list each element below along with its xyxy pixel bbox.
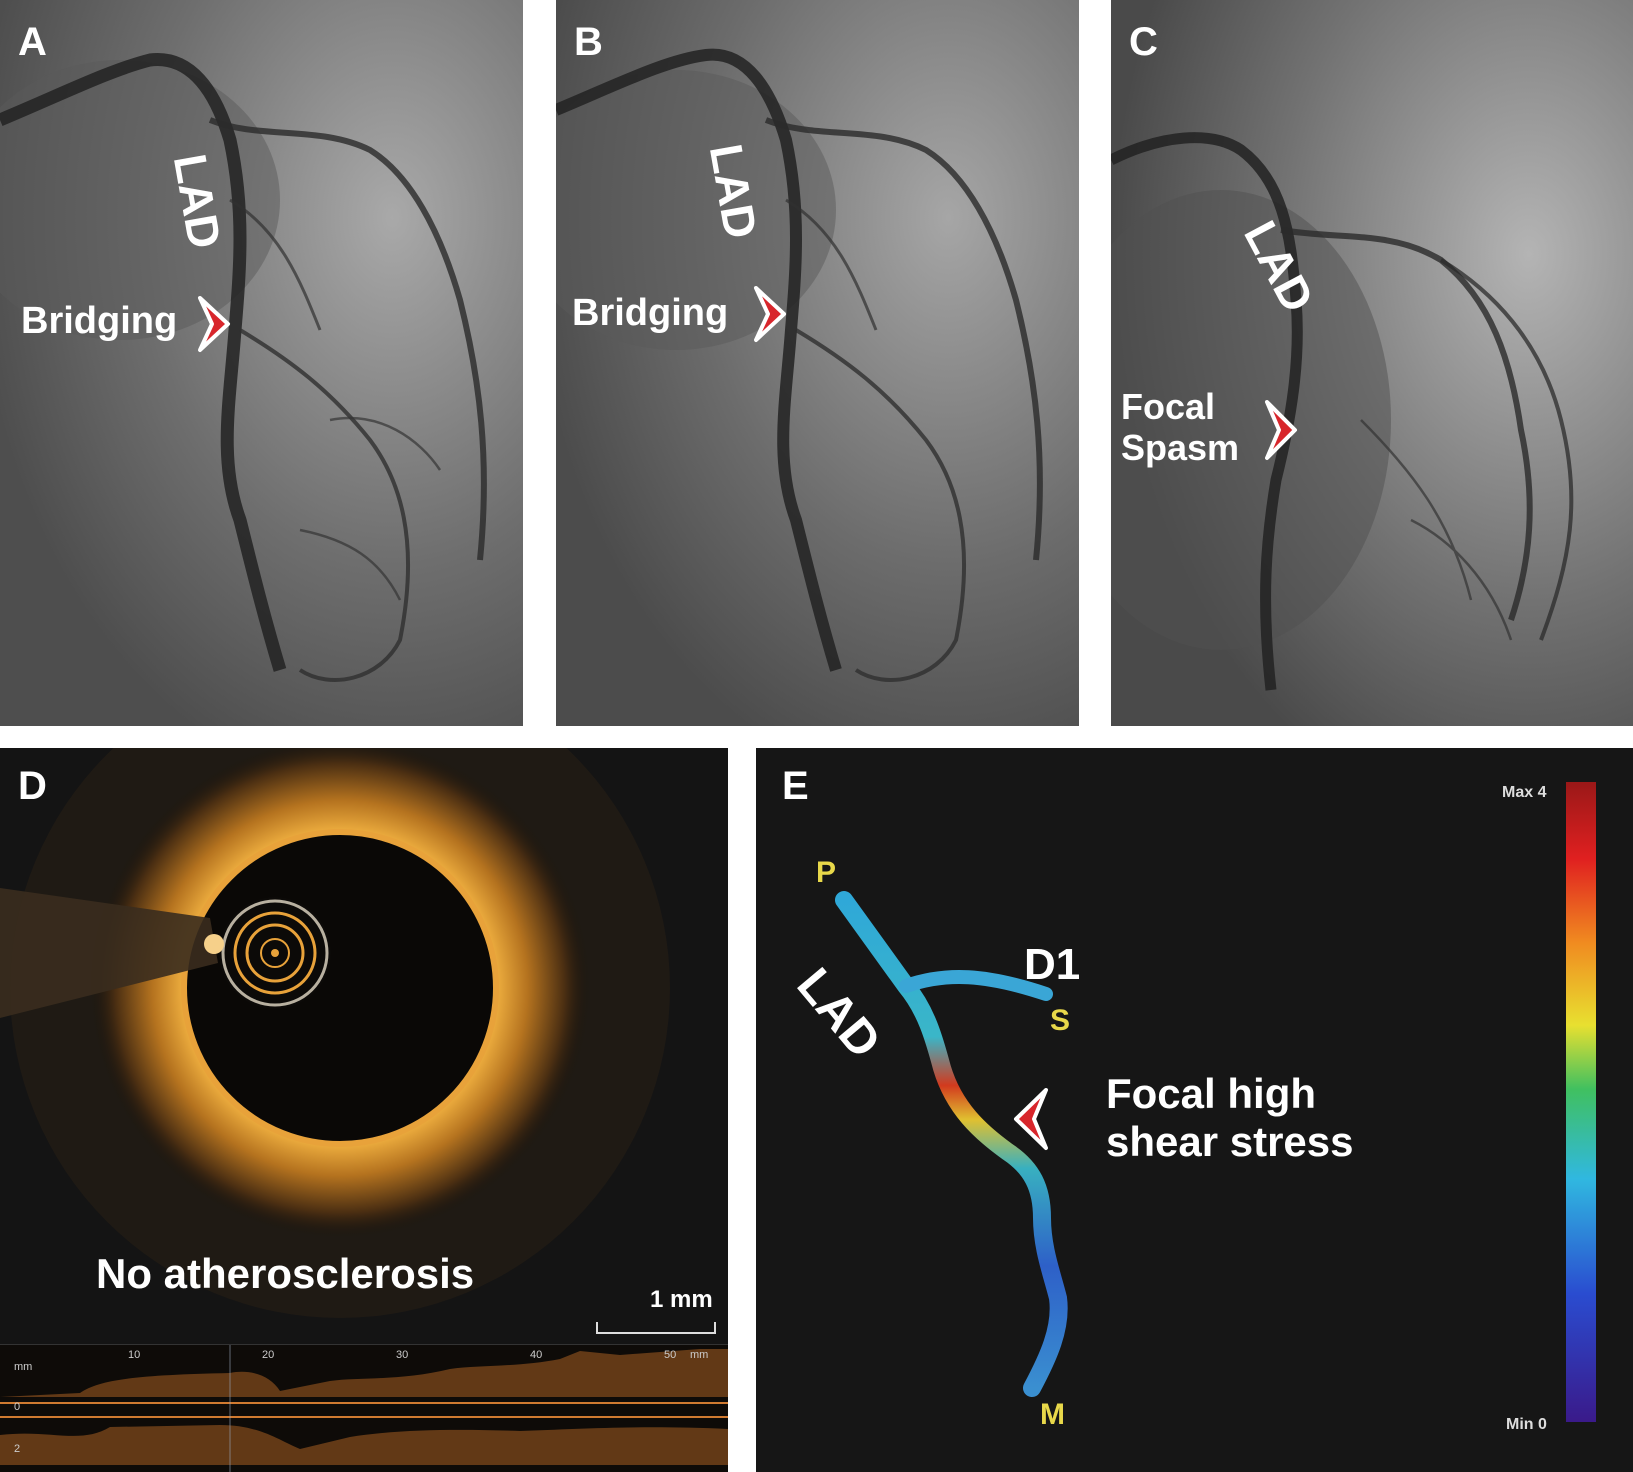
oct-longitudinal-image xyxy=(0,1345,728,1472)
shear-stress-panel-e: E P S M D1 LAD Focal high shear stress M… xyxy=(756,748,1633,1472)
focal-high-line2: shear stress xyxy=(1106,1118,1354,1166)
chevron-arrow-icon xyxy=(198,296,230,352)
d1-branch-path xyxy=(899,970,1053,1001)
focal-high-shear-label: Focal high shear stress xyxy=(1106,1070,1354,1167)
longitudinal-xtick-10: 10 xyxy=(128,1349,141,1361)
oct-panel-d: D No atherosclerosis 1 mm mm 0 2 10 20 3… xyxy=(0,748,728,1472)
scale-bar-label: 1 mm xyxy=(650,1286,713,1313)
angiogram-panel-c: C LAD Focal Spasm xyxy=(1111,0,1633,726)
longitudinal-ytick-2: 2 xyxy=(14,1443,21,1455)
longitudinal-unit-label: mm xyxy=(14,1361,33,1373)
panel-letter-e: E xyxy=(782,764,809,808)
oct-longitudinal-view: mm 0 2 10 20 30 40 50 mm xyxy=(0,1344,728,1472)
angiogram-panel-a: A LAD Bridging xyxy=(0,0,523,726)
colorbar xyxy=(1566,782,1596,1422)
longitudinal-ytick-0: 0 xyxy=(14,1401,21,1413)
colorbar-min-label: Min 0 xyxy=(1506,1416,1547,1433)
no-atherosclerosis-label: No atherosclerosis xyxy=(96,1250,475,1297)
point-s-label: S xyxy=(1050,1004,1071,1037)
focal-spasm-line1: Focal xyxy=(1121,386,1216,427)
chevron-arrow-icon xyxy=(754,286,786,342)
bridging-label-b: Bridging xyxy=(572,292,729,334)
lad-vessel-path xyxy=(835,891,1068,1397)
point-m-label: M xyxy=(1040,1398,1065,1431)
longitudinal-xtick-30: 30 xyxy=(396,1349,409,1361)
bridging-label-a: Bridging xyxy=(21,300,178,342)
longitudinal-xunit-label: mm xyxy=(690,1349,709,1361)
longitudinal-xtick-50: 50 xyxy=(664,1349,677,1361)
angiogram-panel-b: B LAD Bridging xyxy=(556,0,1079,726)
focal-high-line1: Focal high xyxy=(1106,1070,1316,1117)
colorbar-max-label: Max 4 xyxy=(1502,784,1547,801)
oct-cross-section-image xyxy=(0,748,670,1318)
scale-bar xyxy=(596,1322,716,1334)
longitudinal-xtick-40: 40 xyxy=(530,1349,543,1361)
point-p-label: P xyxy=(816,856,837,889)
chevron-arrow-icon xyxy=(1014,1088,1048,1150)
panel-letter-a: A xyxy=(18,20,47,64)
panel-letter-c: C xyxy=(1129,20,1158,64)
d1-label: D1 xyxy=(1024,940,1081,989)
focal-spasm-line2: Spasm xyxy=(1121,427,1240,469)
longitudinal-xtick-20: 20 xyxy=(262,1349,275,1361)
angiogram-b-image xyxy=(556,0,1079,726)
panel-letter-b: B xyxy=(574,20,603,64)
angiogram-c-image xyxy=(1111,0,1633,726)
focal-spasm-label: Focal Spasm xyxy=(1121,386,1239,469)
angiogram-a-image xyxy=(0,0,523,726)
chevron-arrow-icon xyxy=(1265,400,1297,460)
panel-letter-d: D xyxy=(18,764,47,808)
vessel-shear-map xyxy=(835,782,1596,1422)
